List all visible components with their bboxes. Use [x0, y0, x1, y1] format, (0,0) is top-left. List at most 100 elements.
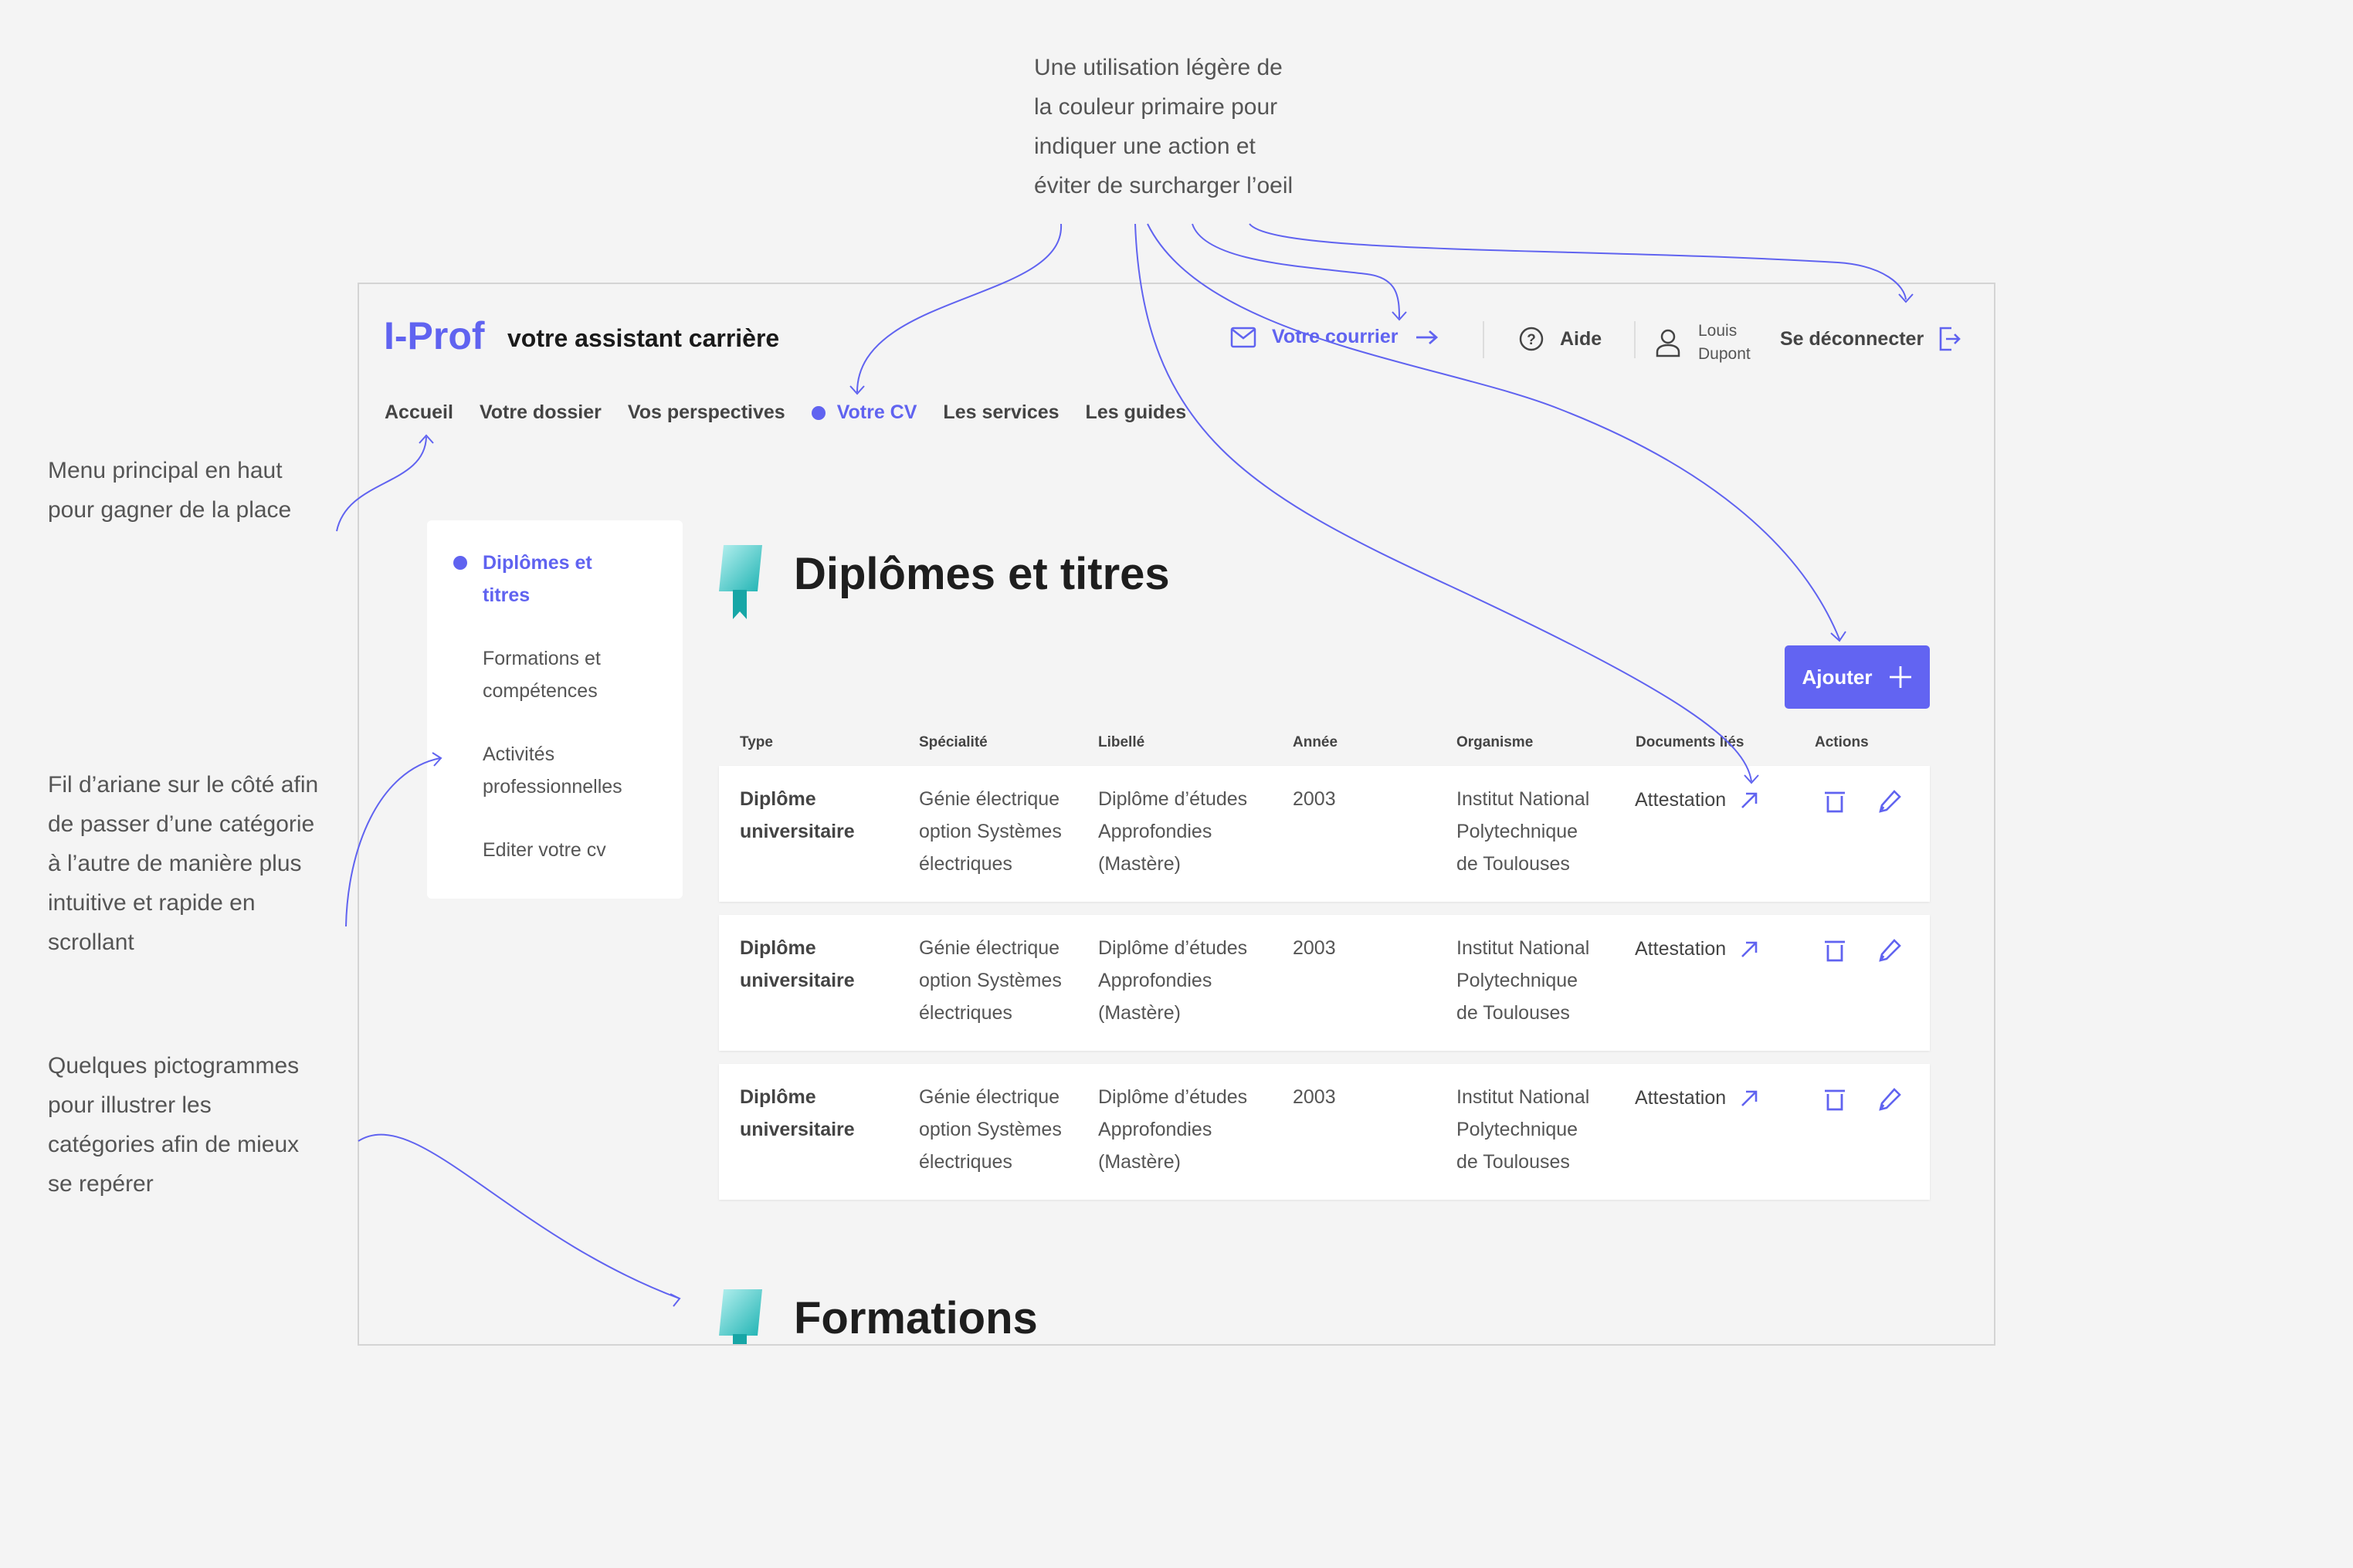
column-header: Documents liés: [1636, 734, 1744, 750]
note-line: intuitive et rapide en: [48, 890, 256, 916]
note-line: pour illustrer les: [48, 1092, 212, 1118]
note-line: se repérer: [48, 1171, 154, 1197]
annotation-breadcrumb-note: Fil d’ariane sur le côté afin de passer …: [48, 765, 318, 962]
logout-button[interactable]: Se déconnecter: [1780, 326, 1961, 352]
edit-icon[interactable]: [1877, 938, 1902, 963]
header-separator: [1634, 321, 1636, 358]
note-line: la couleur primaire pour: [1034, 94, 1278, 120]
sidebar-item-editer[interactable]: Editer votre cv: [483, 834, 668, 866]
nav-label: Les guides: [1085, 401, 1187, 423]
category-sidebar: Diplômes et titres Formations et compéte…: [427, 520, 683, 899]
attestation-link[interactable]: Attestation: [1635, 789, 1758, 811]
add-button-label: Ajouter: [1802, 665, 1873, 689]
nav-item-les-services[interactable]: Les services: [943, 401, 1059, 424]
help-link[interactable]: ? Aide: [1518, 326, 1602, 352]
column-header: Type: [740, 734, 773, 750]
sidebar-item-label: professionnelles: [483, 776, 622, 798]
external-link-icon: [1741, 1090, 1758, 1106]
nav-label: Accueil: [385, 401, 453, 423]
ribbon-icon: [719, 1289, 762, 1344]
edit-icon[interactable]: [1877, 789, 1902, 814]
sidebar-item-label: Diplômes et: [483, 552, 592, 574]
note-line: catégories afin de mieux: [48, 1132, 300, 1157]
note-line: Fil d’ariane sur le côté afin: [48, 772, 319, 798]
column-header: Libellé: [1098, 734, 1145, 750]
edit-icon[interactable]: [1877, 1087, 1902, 1112]
trash-icon[interactable]: [1823, 938, 1846, 963]
mail-label: Votre courrier: [1272, 326, 1399, 347]
help-icon: ?: [1519, 327, 1544, 351]
attestation-label: Attestation: [1635, 789, 1727, 811]
arrow-right-icon: [1416, 330, 1439, 344]
ribbon-icon: [719, 545, 762, 619]
app-tagline: votre assistant carrière: [507, 324, 780, 352]
attestation-link[interactable]: Attestation: [1635, 938, 1758, 960]
nav-item-accueil[interactable]: Accueil: [385, 401, 453, 424]
sidebar-item-activites[interactable]: Activités professionnelles: [483, 738, 668, 803]
nav-item-vos-perspectives[interactable]: Vos perspectives: [628, 401, 785, 424]
column-header: Spécialité: [919, 734, 988, 750]
user-icon: [1656, 329, 1680, 357]
section-title: Diplômes et titres: [794, 549, 1170, 599]
note-line: de passer d’une catégorie: [48, 811, 315, 837]
nav-item-les-guides[interactable]: Les guides: [1086, 401, 1187, 424]
note-line: à l’autre de manière plus: [48, 851, 302, 876]
sidebar-item-label: Activités: [483, 743, 555, 765]
logout-icon: [1939, 327, 1961, 351]
sidebar-item-diplomes[interactable]: Diplômes et titres: [483, 547, 668, 611]
active-dot: [453, 556, 467, 570]
annotation-menu-note: Menu principal en haut pour gagner de la…: [48, 451, 291, 530]
sidebar-item-label: Formations et: [483, 648, 601, 669]
column-header: Année: [1293, 734, 1338, 750]
trash-icon[interactable]: [1823, 1087, 1846, 1112]
plus-icon: [1889, 666, 1911, 688]
note-line: scrollant: [48, 930, 134, 955]
nav-label: Votre CV: [836, 401, 917, 423]
nav-label: Votre dossier: [479, 401, 602, 423]
app-logo[interactable]: I-Prof: [384, 314, 485, 357]
envelope-icon: [1230, 327, 1256, 347]
logout-label: Se déconnecter: [1780, 327, 1924, 350]
sidebar-item-label: compétences: [483, 680, 598, 702]
sidebar-item-label: Editer votre cv: [483, 839, 606, 861]
user-profile[interactable]: Louis Dupont: [1655, 320, 1751, 366]
next-section-title: Formations: [794, 1293, 1038, 1343]
nav-item-votre-cv[interactable]: Votre CV: [811, 401, 917, 424]
annotation-icons-note: Quelques pictogrammes pour illustrer les…: [48, 1046, 299, 1204]
column-header: Organisme: [1456, 734, 1534, 750]
note-line: indiquer une action et: [1034, 134, 1256, 159]
cell-annee: 2003: [1293, 1086, 1336, 1108]
attestation-label: Attestation: [1635, 1087, 1727, 1109]
main-nav: Accueil Votre dossier Vos perspectives V…: [385, 401, 1212, 424]
trash-icon[interactable]: [1823, 789, 1846, 814]
nav-item-votre-dossier[interactable]: Votre dossier: [480, 401, 602, 424]
cell-annee: 2003: [1293, 788, 1336, 810]
user-last-name: Dupont: [1698, 345, 1751, 363]
user-first-name: Louis: [1698, 322, 1738, 340]
active-dot: [811, 405, 826, 420]
mail-link[interactable]: Votre courrier: [1230, 326, 1439, 348]
sidebar-item-label: titres: [483, 584, 531, 606]
sidebar-item-formations[interactable]: Formations et compétences: [483, 642, 668, 707]
app-frame: I-Prof votre assistant carrière Votre co…: [358, 283, 1995, 1346]
attestation-link[interactable]: Attestation: [1635, 1087, 1758, 1109]
header-separator: [1483, 321, 1484, 358]
add-button[interactable]: Ajouter: [1785, 645, 1930, 709]
external-link-icon: [1741, 792, 1758, 808]
help-label: Aide: [1560, 327, 1602, 350]
attestation-label: Attestation: [1635, 938, 1727, 960]
svg-text:?: ?: [1527, 332, 1536, 348]
note-line: Quelques pictogrammes: [48, 1053, 300, 1079]
